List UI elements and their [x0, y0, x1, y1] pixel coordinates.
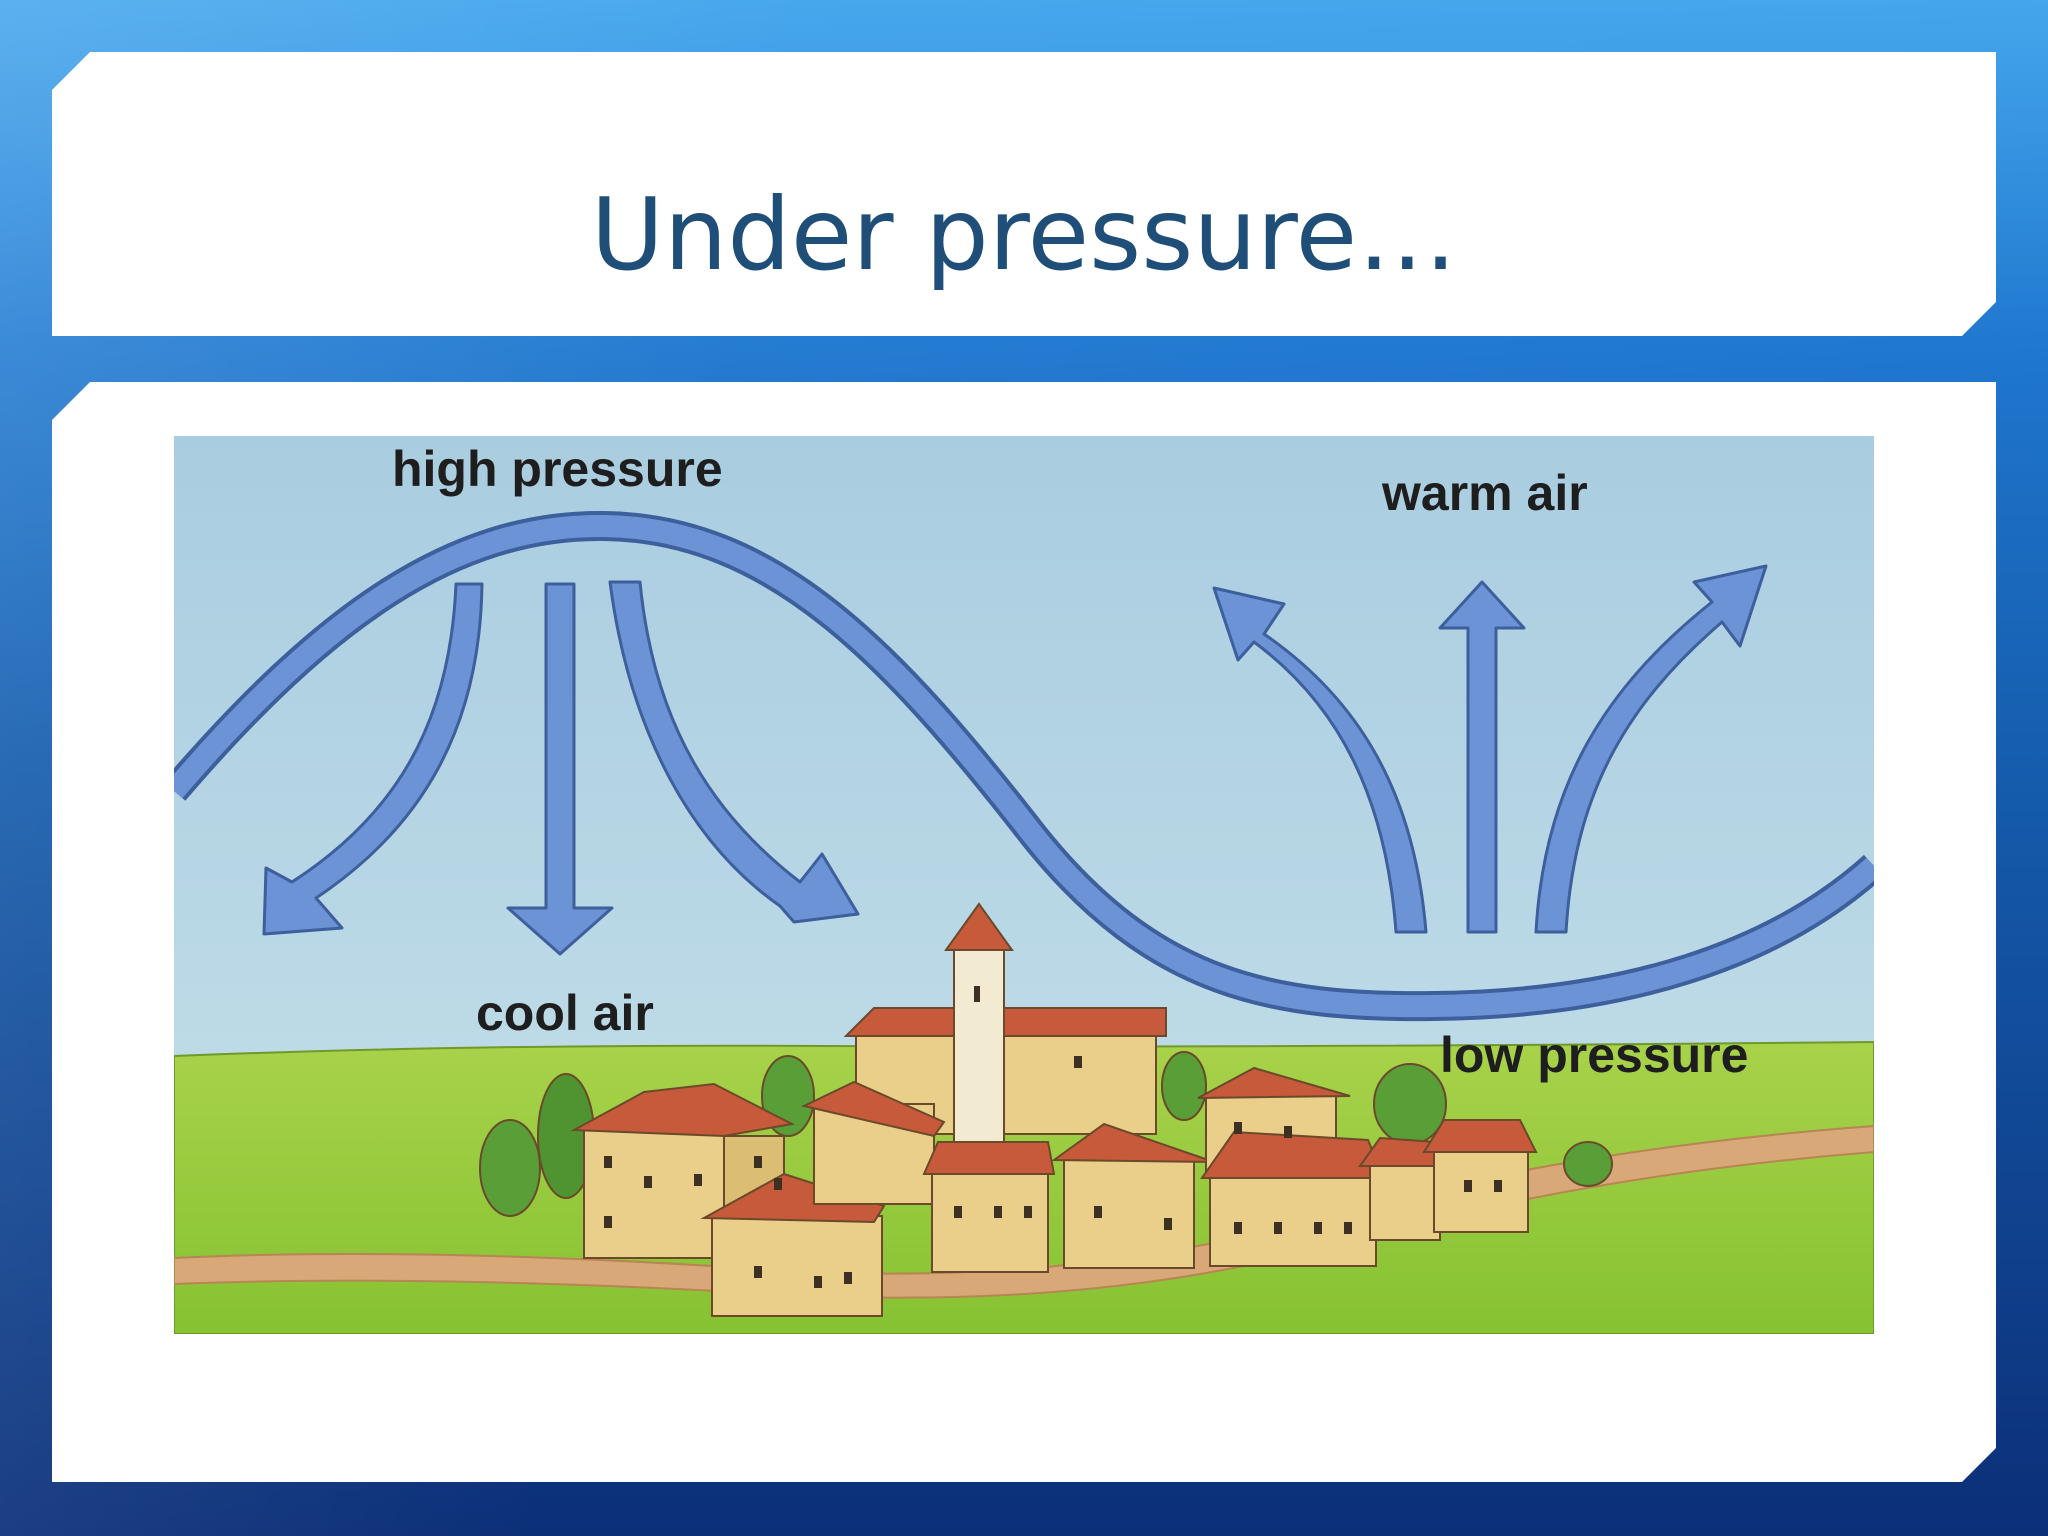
- tree: [1373, 1063, 1447, 1145]
- house: [700, 1172, 886, 1317]
- house: [1200, 1130, 1386, 1267]
- house: [1422, 1119, 1538, 1233]
- tree: [479, 1119, 541, 1217]
- arrow-up-left-icon: [1212, 586, 1428, 934]
- windows: [604, 986, 1502, 1288]
- arrow-down-left-icon: [262, 582, 484, 936]
- house: [922, 1141, 1056, 1273]
- slide-title: Under pressure…: [590, 176, 1458, 293]
- tree: [1563, 1141, 1613, 1187]
- air-current-wave-icon: [174, 510, 1874, 1022]
- bell-tower: [953, 947, 1005, 1149]
- tree: [1161, 1051, 1207, 1121]
- village-illustration: [479, 902, 1613, 1317]
- pressure-diagram: high pressure warm air cool air low pres…: [174, 436, 1874, 1334]
- house: [1050, 1122, 1215, 1269]
- cool-air-label: cool air: [476, 985, 654, 1041]
- low-pressure-label: low pressure: [1440, 1027, 1748, 1083]
- arrow-down-right-icon: [608, 580, 860, 924]
- high-pressure-label: high pressure: [392, 441, 723, 497]
- arrow-down-icon: [506, 582, 614, 956]
- arrow-up-right-icon: [1534, 564, 1768, 934]
- warm-air-label: warm air: [1381, 465, 1588, 521]
- house: [800, 1080, 946, 1205]
- arrow-up-icon: [1438, 580, 1526, 934]
- warm-air-arrows: [1212, 564, 1768, 934]
- diagram-canvas: high pressure warm air cool air low pres…: [174, 436, 1874, 1334]
- cool-air-arrows: [262, 580, 860, 956]
- title-panel: [52, 52, 1996, 336]
